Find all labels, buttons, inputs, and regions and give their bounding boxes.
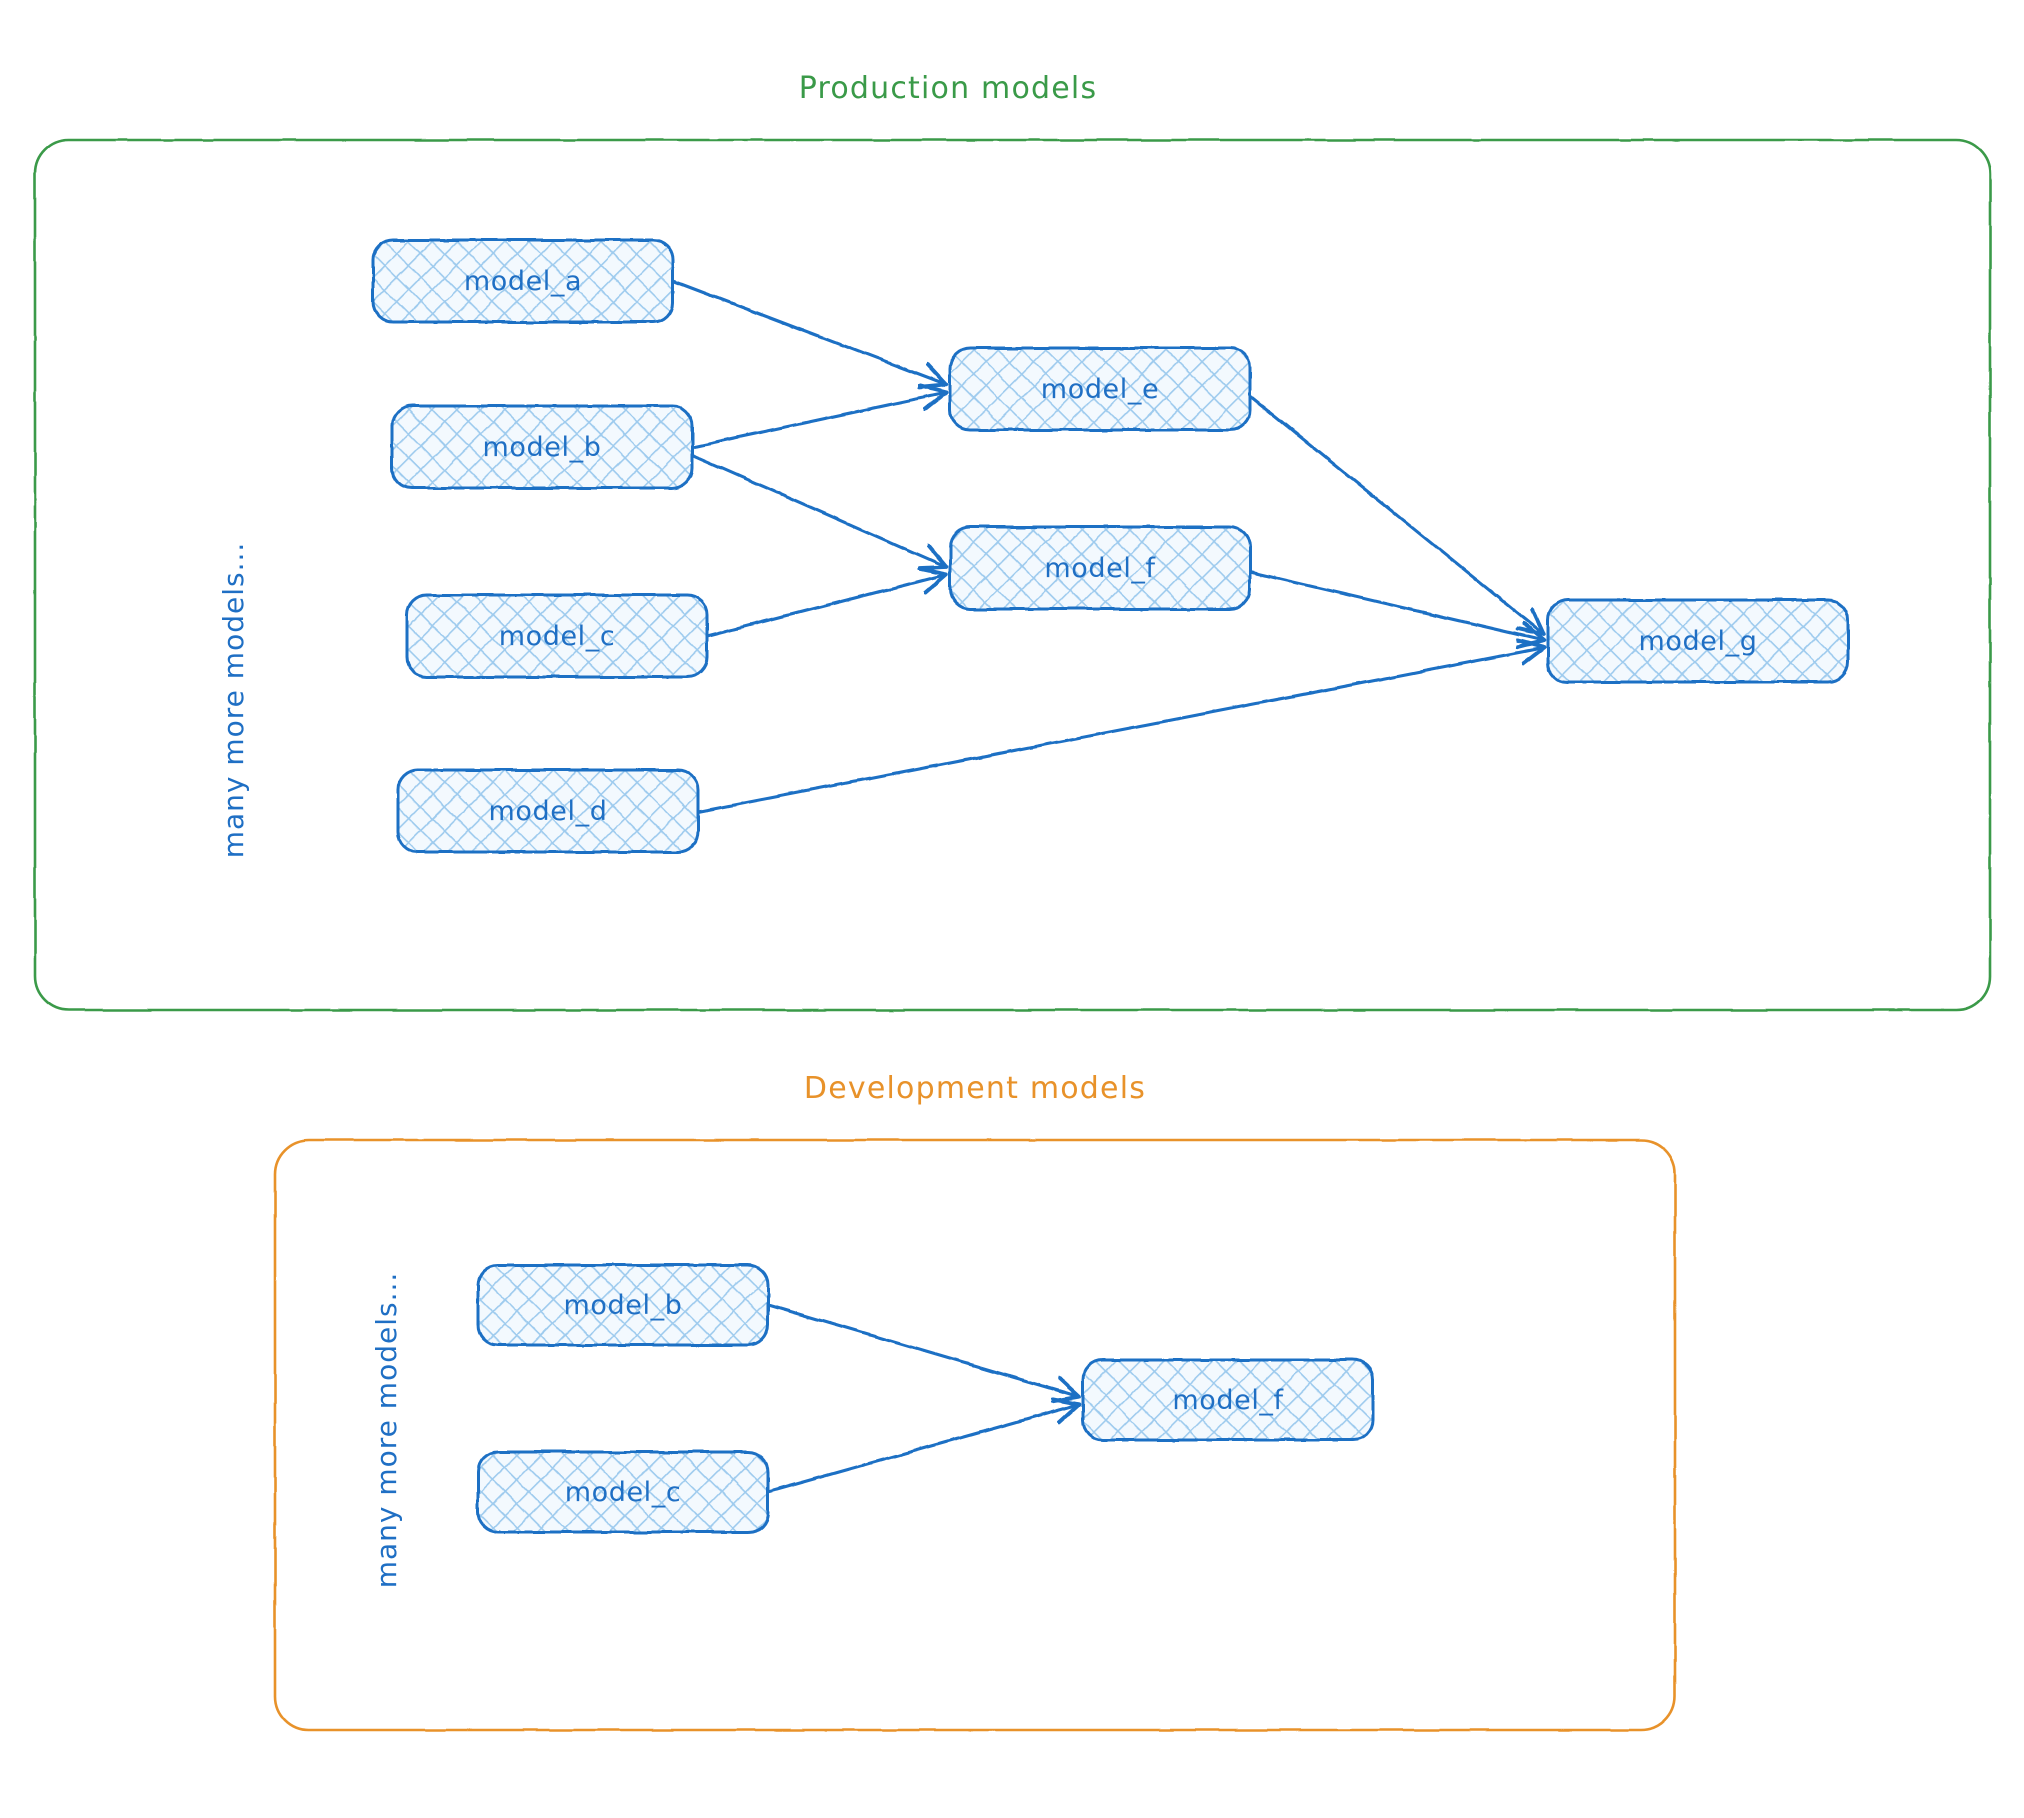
node-prod-model-f[interactable]: model_f	[948, 525, 1252, 611]
development-edges	[766, 1303, 1077, 1494]
node-prod-model-f-shape	[948, 525, 1252, 611]
node-dev-model-f[interactable]: model_f	[1081, 1358, 1375, 1442]
node-dev-model-f-shape	[1081, 1358, 1375, 1442]
node-dev-model-b[interactable]: model_b	[476, 1263, 770, 1347]
node-dev-model-f-label: model_f	[1172, 1385, 1284, 1416]
node-dev-model-c-shape	[476, 1450, 770, 1534]
node-prod-model-a-shape	[371, 238, 675, 324]
edge-model-e-to-model-g	[1248, 394, 1542, 633]
node-dev-model-c[interactable]: model_c	[476, 1450, 770, 1534]
node-prod-model-b-shape	[390, 404, 694, 490]
node-prod-model-g-shape	[1546, 598, 1850, 684]
node-prod-model-a[interactable]: model_a	[371, 238, 675, 324]
node-prod-model-c-shape	[405, 593, 709, 679]
node-prod-model-e-shape	[948, 346, 1252, 432]
node-prod-model-d-shape	[396, 768, 700, 854]
node-dev-model-b-shape	[476, 1263, 770, 1347]
edge-model-b-to-model-f	[690, 453, 944, 566]
node-prod-model-c[interactable]: model_c	[405, 593, 709, 679]
node-prod-model-b-label: model_b	[483, 432, 602, 463]
development-group-title: Development models	[804, 1071, 1146, 1106]
development-many-more-models-label: many more models...	[370, 1272, 403, 1589]
group-development: Development models many more models... m…	[273, 1071, 1677, 1732]
edge-dev-model-c-to-model-f	[766, 1405, 1077, 1494]
edge-model-f-to-model-g	[1248, 570, 1542, 640]
edge-model-b-to-model-e	[690, 393, 944, 449]
node-prod-model-a-label: model_a	[464, 266, 582, 297]
node-prod-model-e-label: model_e	[1041, 374, 1159, 405]
edge-dev-model-b-to-model-f	[766, 1303, 1077, 1396]
node-prod-model-b[interactable]: model_b	[390, 404, 694, 490]
edge-model-a-to-model-e	[671, 279, 944, 384]
development-group-border	[273, 1138, 1677, 1732]
node-prod-model-f-label: model_f	[1044, 553, 1156, 584]
production-nodes: model_a model_b model_c	[371, 238, 1850, 854]
edge-model-d-to-model-g	[696, 648, 1542, 814]
production-edges	[671, 279, 1542, 814]
node-prod-model-g[interactable]: model_g	[1546, 598, 1850, 684]
development-nodes: model_b model_c model_f	[476, 1263, 1375, 1534]
node-prod-model-d[interactable]: model_d	[396, 768, 700, 854]
node-dev-model-b-label: model_b	[564, 1290, 683, 1321]
node-dev-model-c-label: model_c	[565, 1477, 682, 1508]
edge-model-c-to-model-f	[705, 575, 944, 638]
node-prod-model-c-label: model_c	[499, 621, 616, 652]
production-group-title: Production models	[799, 71, 1098, 106]
production-group-border	[33, 138, 1992, 1012]
node-prod-model-e[interactable]: model_e	[948, 346, 1252, 432]
node-prod-model-d-label: model_d	[489, 796, 608, 827]
node-prod-model-g-label: model_g	[1639, 626, 1758, 657]
production-many-more-models-label: many more models...	[217, 542, 250, 859]
group-production: Production models many more models...	[33, 71, 1992, 1012]
